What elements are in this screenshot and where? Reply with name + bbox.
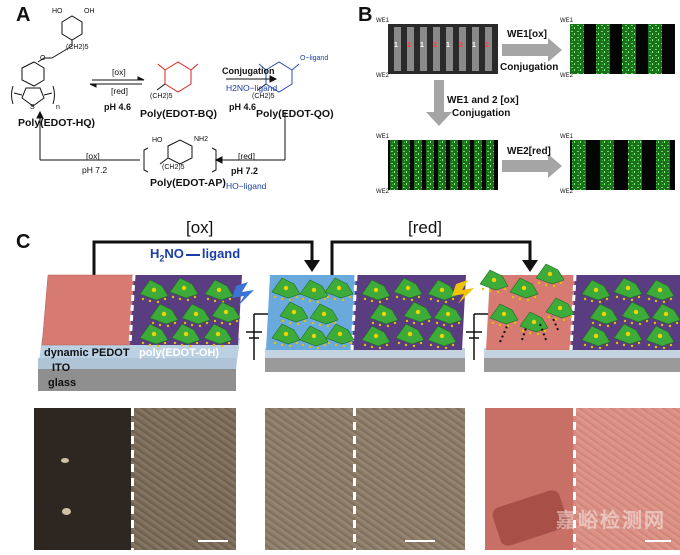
atom-chain-hq: (CH2)5	[66, 44, 89, 51]
atom-nh2-ap: NH2	[194, 136, 209, 143]
step-we2-red: WE2[red]	[507, 146, 551, 157]
panel-a-letter: A	[16, 4, 31, 26]
device-we2-red	[570, 140, 675, 190]
atom-chain-qo: (CH2)5	[252, 93, 275, 100]
label-poly-edot-qo: Poly(EDOT-QO)	[256, 108, 334, 120]
panel-b-arrows	[426, 38, 562, 178]
atom-oh-top-right: OH	[84, 8, 95, 15]
step-we1-ox-conjugation: Conjugation	[500, 62, 559, 73]
panel-a-arrows	[36, 75, 286, 164]
strip-number-3: 1	[420, 42, 424, 49]
strip-number-6: 2	[459, 42, 463, 49]
ligand-h: H	[150, 246, 160, 261]
cond-conjugation: Conjugation	[222, 66, 275, 76]
layer-poly-edot-oh: poly(EDOT-OH)	[139, 347, 220, 359]
atom-oh-top-left: HO	[52, 8, 63, 15]
we2-label-1: WE2	[376, 73, 390, 79]
edot-hq-structure	[11, 15, 83, 107]
label-ox: [ox]	[186, 218, 214, 237]
panel-b-letter: B	[358, 4, 373, 26]
step-both-ox-conjugation: Conjugation	[452, 108, 511, 119]
label-poly-edot-hq: Poly(EDOT-HQ)	[18, 117, 96, 129]
strip-number-4: 2	[433, 42, 437, 49]
ligand-word: ligand	[201, 246, 241, 261]
cond-ph46-1: pH 4.6	[104, 102, 132, 112]
ligand-h-sub: 2	[159, 253, 165, 264]
strip-number-8: 2	[485, 42, 489, 49]
atom-s-hq: S	[30, 104, 35, 111]
label-red: [red]	[408, 218, 443, 237]
strip-number-7: 1	[472, 42, 476, 49]
we1-label-4: WE1	[560, 134, 574, 140]
edot-bq-structure	[156, 61, 199, 93]
we2-label-3: WE2	[376, 189, 390, 195]
micrograph-3	[485, 408, 680, 550]
layer-dynamic-pedot: dynamic PEDOT	[44, 347, 130, 359]
strip-number-1: 1	[394, 42, 398, 49]
panel-a-structures	[11, 15, 300, 173]
panel-b-graphics	[388, 24, 675, 190]
cond-ph72-1: pH 7.2	[231, 166, 259, 176]
atom-chain-bq: (CH2)5	[150, 93, 173, 100]
atom-chain-ap: (CH2)5	[162, 164, 185, 171]
cond-ox-2: [ox]	[86, 151, 100, 161]
we1-label-3: WE1	[376, 134, 390, 140]
cond-h2no-ligand: H2NO−ligand	[226, 83, 278, 93]
ligand-no: NO	[164, 246, 184, 261]
panel-c-devices	[38, 240, 680, 391]
cond-ph46-2: pH 4.6	[229, 102, 257, 112]
atom-o-hq: O	[40, 55, 46, 62]
atom-o-ligand: O−ligand	[300, 55, 329, 62]
micrograph-1	[34, 408, 236, 550]
device-initial	[388, 24, 498, 74]
we1-label-1: WE1	[376, 18, 390, 24]
panel-c-letter: C	[16, 231, 31, 253]
atom-n-hq: n	[56, 104, 60, 111]
ligand-dash	[185, 253, 200, 256]
device-we1-ox	[570, 24, 675, 74]
strip-number-2: 2	[407, 42, 411, 49]
cond-ph72-2: pH 7.2	[82, 165, 108, 175]
cond-red-2: [red]	[238, 151, 256, 161]
micrograph-2	[265, 408, 465, 550]
strip-numbers: 1 2 1 2 1 2 1 2	[393, 40, 503, 54]
label-poly-edot-bq: Poly(EDOT-BQ)	[140, 108, 218, 120]
we1-label-2: WE1	[560, 18, 574, 24]
we2-label-2: WE2	[560, 73, 574, 79]
atom-ho-ap: HO	[152, 137, 163, 144]
watermark: 嘉峪检测网	[556, 508, 666, 532]
ligand-label: H2NO ligand	[150, 246, 240, 264]
label-poly-edot-ap: Poly(EDOT-AP)	[150, 177, 226, 189]
cond-red-1: [red]	[111, 86, 129, 96]
layer-glass: glass	[48, 377, 77, 389]
cond-ox-1: [ox]	[112, 67, 126, 77]
strip-number-5: 1	[446, 42, 450, 49]
cond-ho-ligand: HO−ligand	[226, 181, 267, 191]
device-3	[452, 263, 680, 372]
edot-qo-structure	[257, 61, 300, 93]
device-1	[38, 274, 242, 391]
step-we1-ox: WE1[ox]	[507, 29, 547, 40]
step-both-ox: WE1 and 2 [ox]	[447, 95, 519, 106]
layer-ito: ITO	[52, 362, 71, 374]
device-2	[232, 274, 466, 372]
we2-label-4: WE2	[560, 189, 574, 195]
device-both-ox	[388, 140, 498, 190]
